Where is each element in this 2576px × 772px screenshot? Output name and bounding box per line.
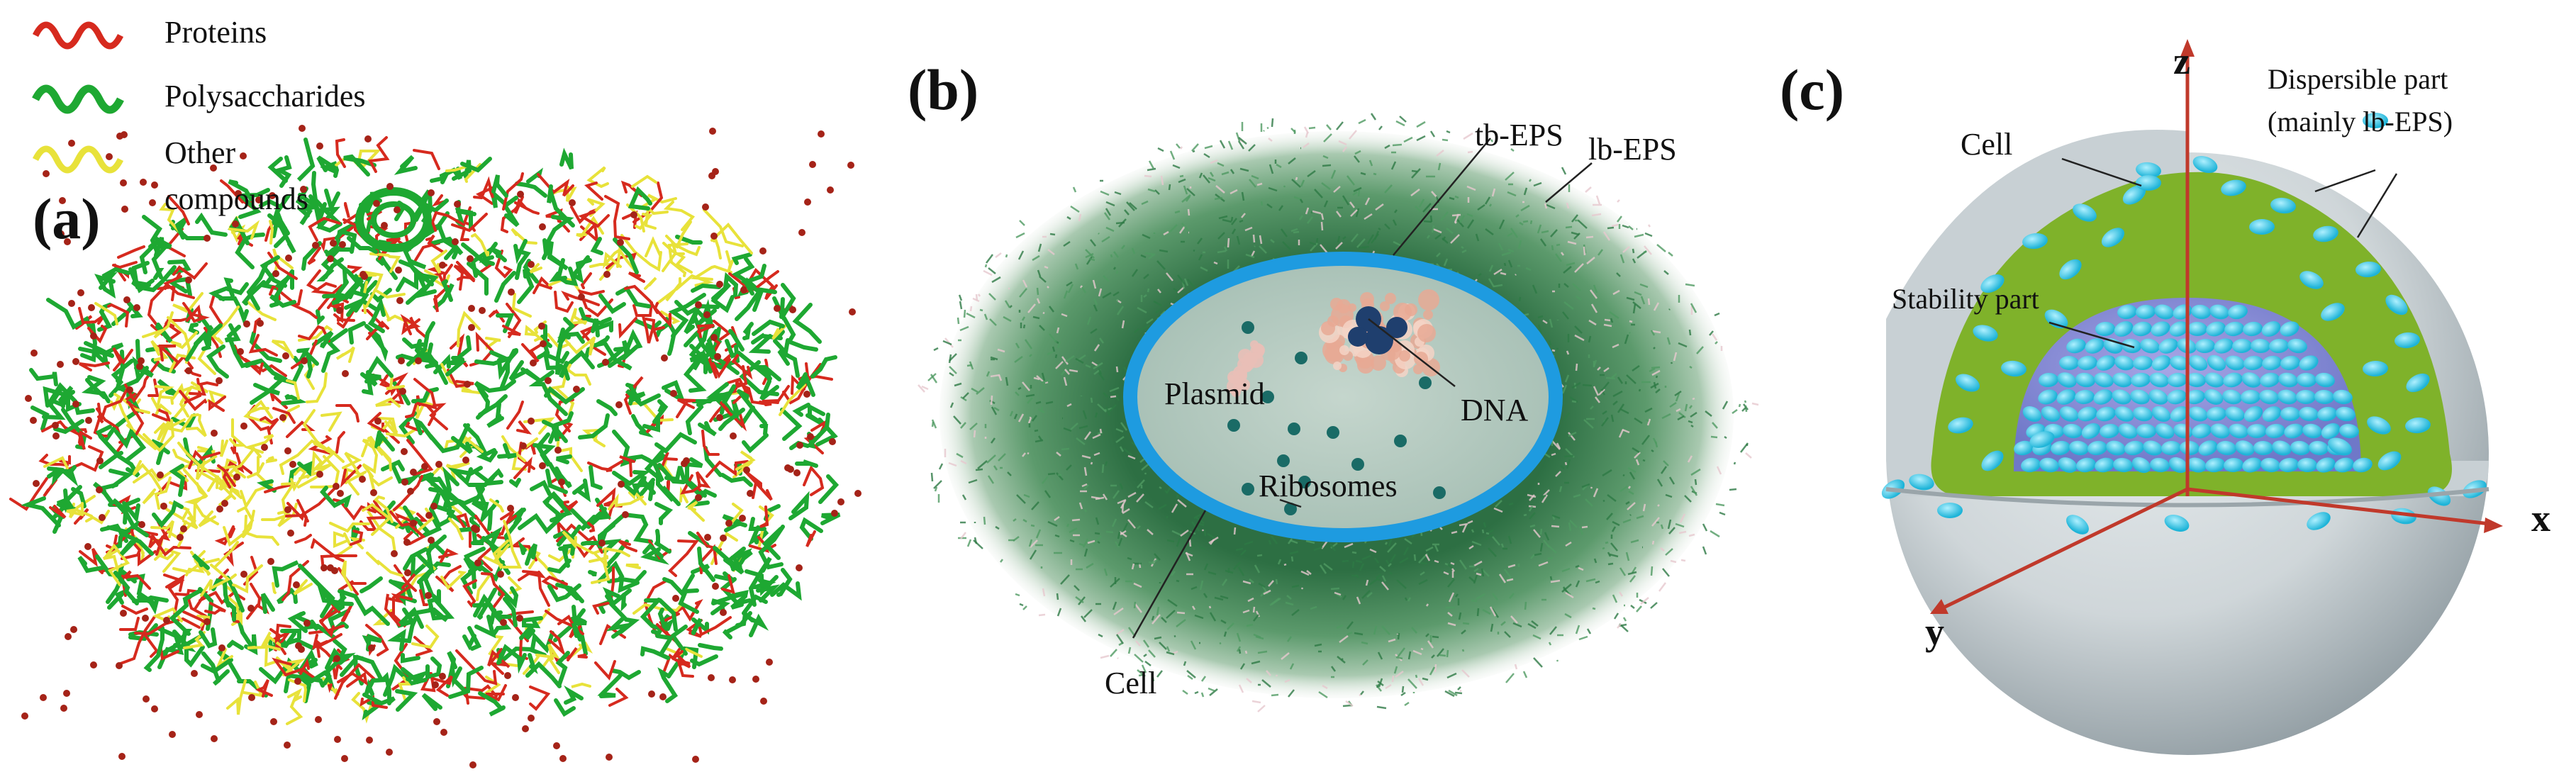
ribosomes-label: Ribosomes [1259, 469, 1398, 503]
other-helix-icon [32, 145, 124, 174]
molecule-bonds [9, 136, 841, 725]
water-dots [21, 125, 862, 768]
y-arrow [1930, 599, 1948, 614]
z-axis-label: z [2173, 40, 2190, 82]
tb-eps-label: tb-EPS [1475, 118, 1563, 152]
core-cells [2014, 304, 2373, 474]
panel-b: (b) tb-EPS lb-EPS Plasmid DNA Ribosomes … [879, 0, 1787, 772]
ribosomes-leader [1279, 498, 1302, 508]
dna-label: DNA [1461, 393, 1529, 427]
stability-label: Stability part [1892, 283, 2039, 315]
ribosome-dots [1227, 321, 1446, 515]
lb-eps-label: lb-EPS [1588, 132, 1677, 167]
lb-eps-leader [1545, 162, 1593, 203]
legend-proteins: Proteins [165, 15, 267, 50]
legend-other: Other [165, 135, 236, 170]
x-axis-label: x [2531, 497, 2550, 539]
y-axis-label: y [1925, 610, 1944, 653]
legend-compounds: compounds [165, 181, 308, 216]
x-axis [2187, 487, 2497, 527]
stability-leader [2048, 321, 2135, 349]
panel-a-label: (a) [33, 186, 101, 251]
polysaccharide-helix-icon [32, 84, 124, 114]
dispersible-cells [1881, 113, 2487, 535]
ring-structure [355, 187, 432, 252]
x-arrow [2484, 518, 2503, 533]
dispersible-label: Dispersible part [2268, 63, 2448, 95]
dna-leader [1368, 318, 1456, 387]
z-arrow [2180, 39, 2195, 57]
cell-label-c: Cell [1961, 127, 2013, 162]
y-axis [1938, 487, 2189, 612]
cut-edge [1885, 487, 2489, 508]
dispersible-leader-2 [2356, 173, 2398, 238]
tb-eps-leader [1393, 138, 1491, 256]
protein-helix-icon [32, 21, 124, 50]
cell-leader [1132, 510, 1207, 639]
cell-leader-c [2061, 157, 2142, 187]
panel-b-label: (b) [908, 57, 979, 122]
dispersible-leader-1 [2314, 169, 2376, 193]
floc-sphere-diagram [1881, 39, 2503, 755]
cell-label: Cell [1105, 666, 1157, 700]
cell-eps-diagram [918, 113, 1759, 712]
panel-c: (c) Cell Dispersible part (mainly lb-EPS… [1780, 0, 2576, 772]
plasmid-label: Plasmid [1164, 376, 1265, 411]
dna-cluster [1319, 289, 1440, 377]
panel-c-label: (c) [1780, 57, 1845, 122]
panel-a: Proteins Polysaccharides Other compounds… [0, 0, 872, 772]
dispersible-sub-label: (mainly lb-EPS) [2268, 106, 2453, 138]
molecular-structure-image [9, 125, 862, 768]
legend-polysaccharides: Polysaccharides [165, 79, 366, 113]
cell-body [1123, 252, 1563, 542]
plasmid-cluster [1227, 340, 1265, 397]
